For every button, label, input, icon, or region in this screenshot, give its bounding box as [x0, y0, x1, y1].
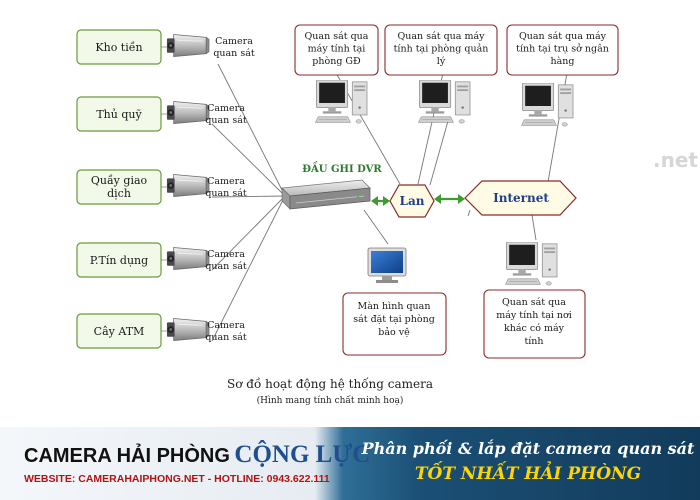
camera-label: quan sát: [205, 332, 247, 343]
camera-icon: [166, 34, 210, 58]
watermark-text: .net: [653, 148, 698, 172]
monitor-callout-text: Màn hình quan: [358, 301, 431, 312]
camera-icon: [166, 101, 210, 125]
viewing-station-text: máy tính tại: [308, 44, 366, 55]
camera-dvr-link: [211, 195, 286, 342]
location-label: Cây ATM: [94, 325, 145, 338]
desktop-computer-icon: [505, 242, 558, 286]
arrow-icon: [371, 196, 390, 206]
desktop-computer-icon: [521, 83, 574, 127]
remote-viewing-text: tính: [524, 336, 543, 347]
viewing-station-text: Quan sát qua máy: [519, 31, 607, 42]
camera-label: Camera: [207, 249, 245, 260]
footer-brand-block: CAMERA HẢI PHÒNG CỘNG LỰC WEBSITE: CAMER…: [24, 441, 370, 485]
network-link: [429, 120, 449, 186]
remote-viewing-text: Quan sát qua: [502, 297, 566, 308]
location-label: P.Tín dụng: [90, 254, 148, 267]
brand-part2: CỘNG LỰC: [234, 441, 371, 468]
viewing-station-text: Quan sát qua: [305, 31, 369, 42]
viewing-station-text: phòng GĐ: [312, 56, 361, 67]
dvr-recorder-icon: [281, 179, 371, 210]
camera-label: quan sát: [205, 188, 247, 199]
network-arrows: [371, 194, 465, 206]
camera-dvr-link: [211, 123, 286, 197]
desktop-computer-icon: [315, 80, 368, 124]
camera-icon: [166, 247, 210, 271]
lan-node: Lan: [389, 184, 435, 218]
internet-label: Internet: [493, 191, 549, 205]
monitor-callout-box: Màn hình quan sát đặt tại phòng bảo vệ: [342, 292, 447, 356]
camera-dvr-link: [211, 195, 286, 271]
viewing-station-text: lý: [437, 56, 446, 67]
dvr-label: ĐẦU GHI DVR: [302, 162, 382, 175]
camera-label: Camera: [215, 36, 253, 47]
location-label: Kho tiền: [95, 41, 142, 54]
remote-viewing-box: Quan sát qua máy tính tại nơi khác có máy t…: [483, 289, 586, 359]
location-box: P.Tín dụng: [76, 242, 162, 278]
footer-banner: CAMERA HẢI PHÒNG CỘNG LỰC WEBSITE: CAMER…: [0, 427, 700, 500]
website-hotline: WEBSITE: CAMERAHAIPHONG.NET - HOTLINE: 0…: [24, 473, 330, 485]
location-box: Cây ATM: [76, 313, 162, 349]
camera-icon: [166, 174, 210, 198]
camera-dvr-link: [217, 63, 286, 197]
location-box: Thủ quỹ: [76, 96, 162, 132]
slogan-line2: TỐT NHẤT HẢI PHÒNG: [414, 464, 642, 484]
camera-label: quan sát: [205, 261, 247, 272]
footer-slogan-block: Phân phối & lắp đặt camera quan sát TỐT …: [356, 439, 700, 484]
slogan-line1: Phân phối & lắp đặt camera quan sát: [361, 439, 695, 458]
lan-label: Lan: [400, 194, 425, 208]
internet-node: Internet: [464, 180, 577, 216]
location-label: Quầy giao: [91, 174, 148, 187]
network-link: [467, 209, 471, 217]
camera-icon: [166, 318, 210, 342]
monitor-callout-text: sát đặt tại phòng: [353, 314, 435, 325]
viewing-station-text: tính tại trụ sở ngân: [516, 44, 609, 55]
camera-dvr-link: [211, 195, 286, 198]
camera-label: Camera: [207, 320, 245, 331]
monitor-callout-text: bảo vệ: [378, 327, 410, 338]
caption-title: Sơ đồ hoạt động hệ thống camera: [227, 376, 433, 391]
network-link: [363, 209, 389, 245]
camera-label: quan sát: [205, 115, 247, 126]
camera-label: Camera: [207, 176, 245, 187]
camera-label: Camera: [207, 103, 245, 114]
location-label: dịch: [107, 187, 131, 200]
monitor-icon: [367, 247, 407, 283]
brand-name: CAMERA HẢI PHÒNG CỘNG LỰC: [24, 441, 370, 469]
brand-part1: CAMERA HẢI PHÒNG: [24, 445, 230, 467]
remote-viewing-text: khác có máy: [504, 323, 565, 334]
location-label: Thủ quỹ: [96, 108, 142, 121]
viewing-station-text: tính tại phòng quản: [394, 44, 489, 55]
location-box: Kho tiền: [76, 29, 162, 65]
camera-label: quan sát: [213, 48, 255, 59]
arrow-icon: [434, 194, 465, 204]
viewing-station-text: Quan sát qua máy: [397, 31, 485, 42]
caption-subtitle: (Hình mang tính chất minh hoạ): [257, 395, 404, 406]
viewing-station-text: hàng: [551, 56, 575, 67]
network-link: [531, 214, 537, 241]
remote-viewing-text: máy tính tại nơi: [496, 310, 572, 321]
desktop-computer-icon: [418, 80, 471, 124]
